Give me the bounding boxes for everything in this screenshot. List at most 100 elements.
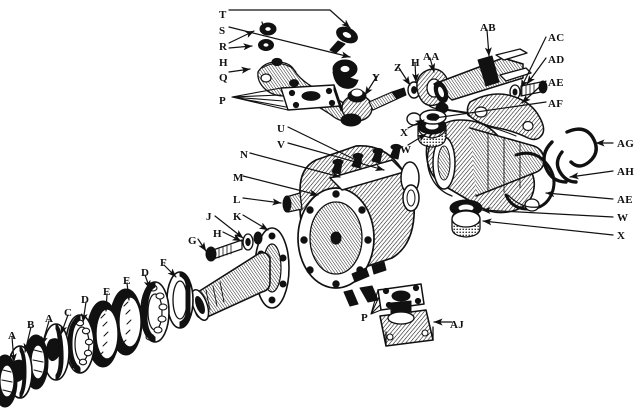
leader-F [163,264,177,278]
part-nut-h-lower [242,233,254,251]
callout-label-w-20: W [617,212,629,224]
callout-label-n-24: N [240,149,249,161]
part-bushing-cap [258,39,274,51]
leader-AH [569,170,614,180]
callout-label-k-27: K [233,211,242,223]
callout-label-af-14: AF [548,98,564,110]
part-coil-spring-upper [565,127,598,168]
callout-label-g-30: G [188,235,197,247]
callout-label-e-36: E [103,286,111,298]
part-bearing-cup-inner [86,300,120,368]
callout-label-t-0: T [219,9,227,21]
callout-label-ae-13: AE [548,77,564,89]
callout-label-ag-17: AG [617,138,635,150]
leader-V [287,142,385,172]
callout-label-r-2: R [219,41,228,53]
part-adjuster-plug [282,192,303,213]
leader-W-center [407,133,427,146]
callout-label-ac-11: AC [548,32,565,44]
callout-label-u-22: U [277,123,286,135]
callout-label-x-21: X [617,230,626,242]
leader-AE-upper [521,80,547,104]
leader-L [242,197,282,206]
leader-A-1 [9,336,17,363]
callout-label-x-15: X [400,127,409,139]
leader-AE-lower [545,190,614,200]
leader-H-center [412,62,420,83]
leader-E-1 [103,293,110,312]
leader-Z [398,67,411,86]
leader-S-tick [261,21,266,34]
part-cover-plate-screws-2 [370,283,425,315]
callout-label-l-26: L [233,194,241,206]
leader-E-2 [124,282,132,301]
part-ball-stud-seat [259,22,277,36]
callout-label-a-33: A [45,313,54,325]
leader-lines [9,9,614,363]
leader-N [249,152,341,179]
callout-label-e-37: E [123,275,131,287]
callout-label-d-38: D [141,267,150,279]
leader-U [287,126,363,164]
part-group-bearing-stack [0,271,194,408]
callout-label-f-39: F [160,257,168,269]
leader-T [228,9,351,29]
leader-H-lower [222,231,242,242]
callout-label-p-5: P [219,95,227,107]
callout-label-b-32: B [27,319,35,331]
callout-label-h-29: H [213,228,222,240]
part-retainer-ring-x2 [451,209,481,238]
leader-AF [427,101,547,122]
callout-label-z-7: Z [394,62,402,74]
part-roller-bearing-inner [65,314,95,374]
leader-X-lower [482,218,614,236]
callout-label-aa-9: AA [423,51,440,63]
callout-label-ab-10: AB [480,22,496,34]
part-mount-bracket-base [379,300,434,347]
callout-label-s-1: S [219,25,226,37]
callout-label-h-3: H [219,57,228,69]
part-stub-shafts [351,261,387,283]
callout-label-q-4: Q [219,72,228,84]
part-axle-housing [425,119,545,214]
leader-W-lower [481,206,614,218]
callout-label-d-35: D [81,294,90,306]
leader-C [60,314,69,335]
part-hub-spindle [190,227,290,321]
callout-label-v-23: V [277,139,286,151]
leader-D-1 [80,301,88,323]
callout-label-c-34: C [64,307,73,319]
part-roller-bearing-outer [140,281,170,343]
part-axle-tube-sleeve [433,48,532,104]
leader-K [242,214,269,231]
leader-AD [526,57,547,85]
callout-label-y-6: Y [372,72,381,84]
leader-Y [364,75,378,96]
callout-label-h-8: H [411,57,420,69]
leader-R [228,30,255,44]
part-hanger-bracket-upper-right [329,26,358,54]
leader-AB [484,29,492,57]
part-shim-rings [400,161,420,212]
callout-label-j-28: J [206,211,212,223]
callout-label-m-25: M [233,172,244,184]
leader-AA [428,57,436,73]
callout-label-w-16: W [400,144,412,156]
leader-G [197,238,207,252]
leader-D-2 [143,274,151,290]
leader-A-2 [41,320,50,346]
leader-X-center [407,119,425,129]
leader-B [23,326,32,353]
part-carrier-housing [282,143,420,307]
callout-label-aj-41: AJ [450,319,465,331]
part-group-lower-mount [351,261,434,347]
callout-label-ae-19: AE [617,194,633,206]
leader-H-upper [228,43,253,51]
callout-label-ad-12: AD [548,54,565,66]
part-flange-stud [253,231,263,245]
part-ball-joint-stud [340,87,407,127]
callout-label-a-31: A [8,330,17,342]
leader-M [242,175,319,197]
leader-AC [520,36,547,89]
